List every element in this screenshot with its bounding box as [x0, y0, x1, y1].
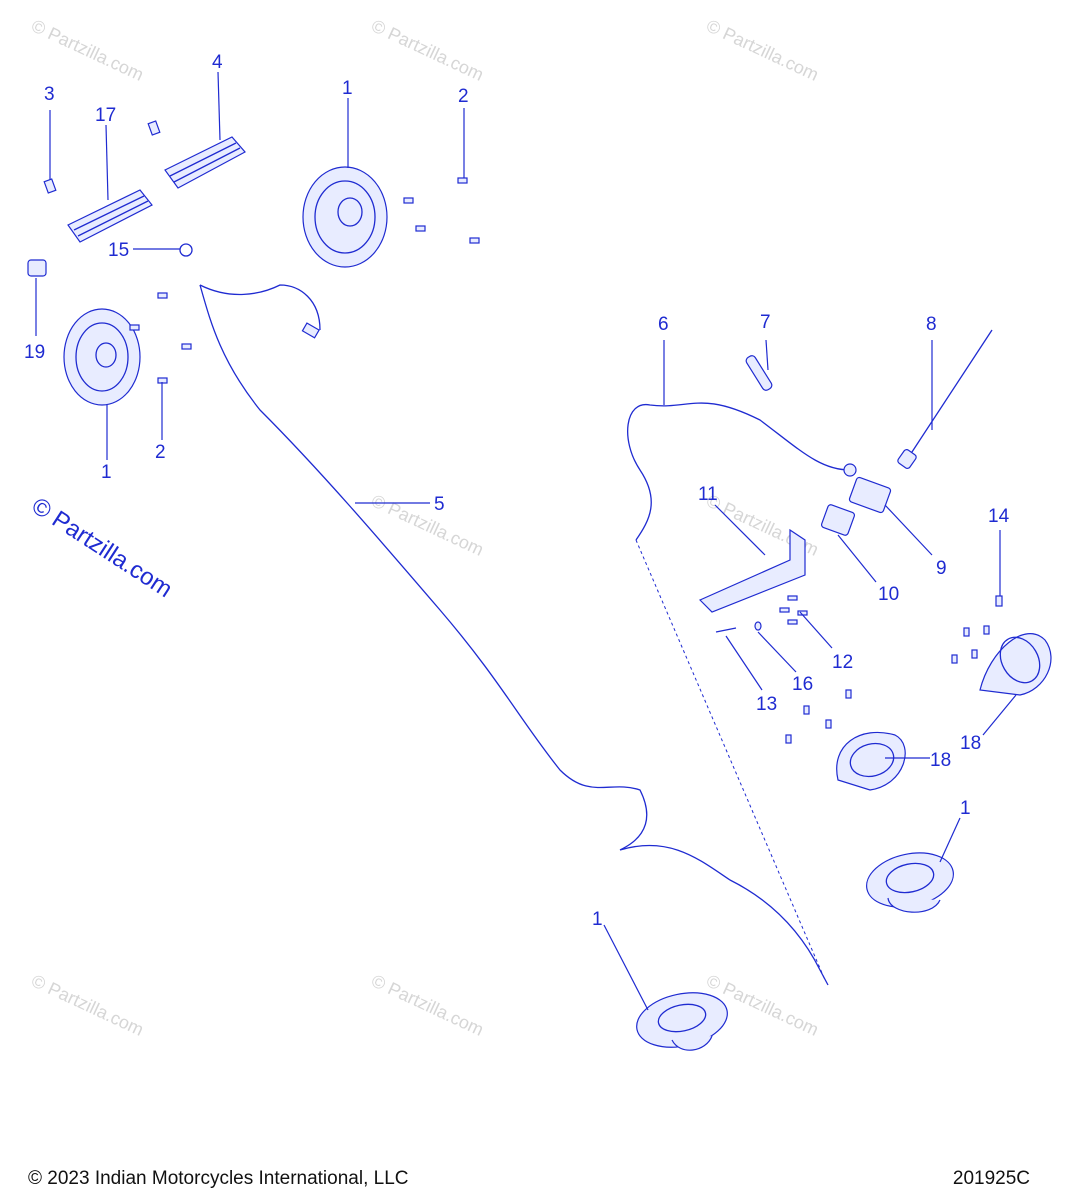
watermark: © Partzilla.com — [368, 490, 486, 559]
callout-2: 2 — [458, 86, 469, 107]
screws-upper — [403, 108, 480, 244]
harness-plug — [301, 322, 320, 339]
callout-6: 6 — [658, 314, 669, 335]
callout-18: 18 — [960, 733, 981, 754]
callout-16: 16 — [792, 674, 813, 695]
drawing-number: 201925C — [952, 1168, 1030, 1189]
watermark: © Partzilla.com — [28, 970, 146, 1039]
callout-9: 9 — [936, 558, 947, 579]
speaker-grille-17 — [67, 124, 153, 243]
callout-2: 2 — [155, 442, 166, 463]
screws-left — [129, 292, 192, 440]
bracket-11 — [698, 504, 806, 613]
callout-4: 4 — [212, 52, 223, 73]
gasket-10 — [820, 504, 877, 583]
callout-1: 1 — [101, 462, 112, 483]
callout-3: 3 — [44, 84, 55, 105]
speaker-18-center — [836, 731, 930, 791]
callout-14: 14 — [988, 506, 1010, 527]
callout-17: 17 — [95, 105, 116, 126]
speaker-1-left — [63, 308, 141, 460]
callout-11: 11 — [698, 484, 718, 505]
nut-16 — [754, 621, 797, 673]
harness-5-branch — [199, 284, 321, 331]
callout-18: 18 — [930, 750, 951, 771]
speaker-1-lower-center — [603, 924, 728, 1051]
callout-8: 8 — [926, 314, 937, 335]
antenna-cable-end — [843, 463, 857, 477]
watermark: © Partzilla.com — [368, 970, 486, 1039]
connector-19 — [27, 259, 47, 277]
callout-7: 7 — [760, 312, 771, 333]
callouts: 3 17 4 1 2 15 19 1 2 5 6 7 8 11 9 10 14 … — [24, 52, 1010, 930]
screws-18-right — [951, 625, 990, 664]
assembly-dashed-line — [635, 539, 826, 981]
screws-18-center — [785, 689, 852, 744]
speaker-grille-4 — [164, 71, 246, 189]
screw-14 — [995, 530, 1003, 607]
speaker-18-right — [979, 633, 1052, 736]
callout-1: 1 — [960, 798, 971, 819]
watermark: © Partzilla.com — [28, 15, 146, 84]
screws-12 — [779, 595, 833, 649]
clip-15 — [133, 243, 193, 257]
pin-13 — [715, 627, 763, 691]
callout-1: 1 — [592, 909, 603, 930]
copyright-text: © 2023 Indian Motorcycles International,… — [28, 1168, 409, 1189]
watermark: © Partzilla.com — [703, 15, 821, 84]
callout-12: 12 — [832, 652, 853, 673]
watermark-large: © Partzilla.com — [27, 492, 177, 603]
callout-13: 13 — [756, 694, 777, 715]
harness-5 — [199, 284, 829, 986]
bolt-3 — [43, 110, 57, 194]
antenna-mast-8 — [897, 329, 993, 469]
sleeve-7 — [745, 355, 773, 391]
speaker-1-upper — [302, 98, 388, 268]
watermark: © Partzilla.com — [368, 15, 486, 84]
speaker-1-lower-right — [866, 817, 961, 913]
callout-1: 1 — [342, 78, 353, 99]
antenna-mount-9 — [848, 476, 933, 556]
antenna-cable-6 — [627, 402, 851, 541]
callout-10: 10 — [878, 584, 899, 605]
small-bolt — [147, 120, 161, 136]
callout-15: 15 — [108, 240, 129, 261]
callout-5: 5 — [434, 494, 445, 515]
watermark-group: © Partzilla.com © Partzilla.com © Partzi… — [28, 15, 821, 1039]
callout-19: 19 — [24, 342, 45, 363]
